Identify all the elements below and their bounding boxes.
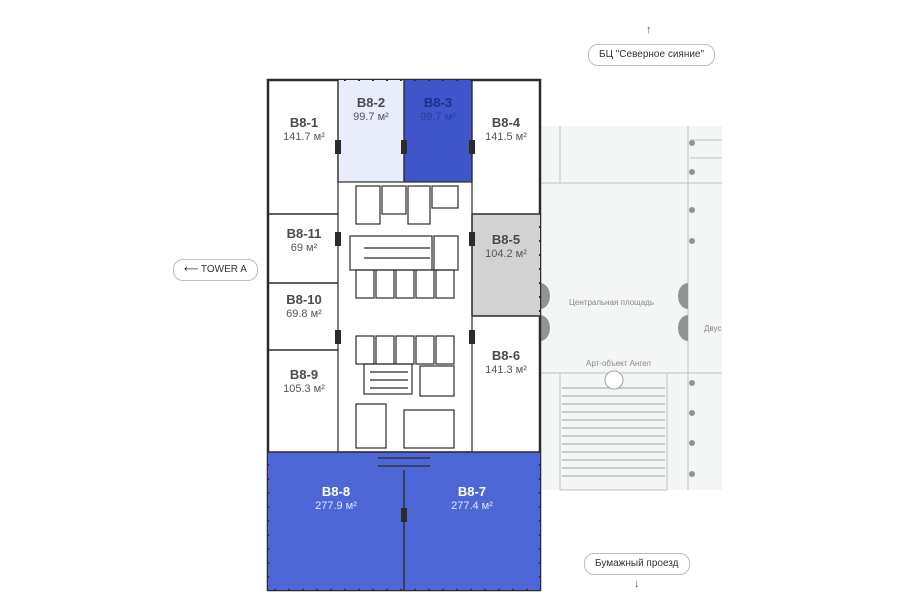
unit-fill-b8-8 (268, 452, 404, 590)
unit-b8-10-id: B8-10 (286, 292, 322, 307)
art-object-marker (604, 370, 624, 390)
unit-b8-8[interactable]: B8-8 277.9 м² (291, 484, 381, 514)
art-object-label: Арт-объект Ангел (586, 359, 651, 368)
unit-b8-1-id: B8-1 (289, 115, 319, 130)
facade-ticks (267, 79, 541, 591)
unit-b8-1-area: 141.7 м² (283, 131, 325, 143)
unit-b8-3-area: 99.7 м² (420, 111, 456, 123)
unit-b8-5-area: 104.2 м² (485, 248, 527, 260)
unit-b8-6[interactable]: B8-6 141.3 м² (461, 348, 551, 378)
unit-b8-7[interactable]: B8-7 277.4 м² (427, 484, 517, 514)
unit-b8-11-area: 69 м² (290, 242, 318, 254)
north-arrow-icon: ↑ (646, 24, 652, 36)
unit-b8-2-area: 99.7 м² (353, 111, 389, 123)
unit-b8-10-area: 69.8 м² (286, 308, 322, 320)
plaza-columns (540, 140, 695, 477)
unit-fill-b8-7 (404, 452, 540, 590)
unit-fill-b8-2 (338, 80, 404, 182)
building-columns (335, 140, 475, 522)
neighbor-plaza (540, 126, 722, 490)
unit-b8-8-area: 277.9 м² (315, 500, 357, 512)
unit-b8-6-id: B8-6 (491, 348, 521, 363)
north-building-button[interactable]: БЦ "Северное сияние" (588, 44, 716, 66)
unit-b8-11-id: B8-11 (286, 226, 322, 241)
unit-b8-2-id: B8-2 (356, 95, 386, 110)
unit-fill-b8-5 (472, 214, 540, 316)
plaza-stairs (562, 387, 665, 477)
unit-b8-4-area: 141.5 м² (485, 131, 527, 143)
unit-b8-3[interactable]: B8-3 99.7 м² (393, 95, 483, 125)
unit-b8-9[interactable]: B8-9 105.3 м² (259, 367, 349, 397)
unit-b8-11[interactable]: B8-11 69 м² (259, 226, 349, 256)
unit-fill-b8-3 (404, 80, 472, 182)
unit-b8-10[interactable]: B8-10 69.8 м² (259, 292, 349, 322)
unit-b8-6-area: 141.3 м² (485, 364, 527, 376)
unit-b8-4-id: B8-4 (491, 115, 521, 130)
tower-a-button[interactable]: ⟵ TOWER A (173, 259, 258, 281)
south-street-button[interactable]: Бумажный проезд (584, 553, 690, 575)
central-square-label: Центральная площадь (569, 298, 655, 307)
double-height-label: Двусветн (704, 324, 722, 333)
unit-b8-9-id: B8-9 (289, 367, 319, 382)
unit-b8-7-id: B8-7 (457, 484, 487, 499)
unit-b8-7-area: 277.4 м² (451, 500, 493, 512)
unit-b8-5[interactable]: B8-5 104.2 м² (461, 232, 551, 262)
unit-b8-8-id: B8-8 (321, 484, 351, 499)
unit-b8-3-id: B8-3 (423, 95, 453, 110)
unit-b8-4[interactable]: B8-4 141.5 м² (461, 115, 551, 145)
unit-b8-2[interactable]: B8-2 99.7 м² (326, 95, 416, 125)
south-arrow-icon: ↓ (634, 578, 640, 590)
unit-b8-5-id: B8-5 (491, 232, 521, 247)
unit-b8-9-area: 105.3 м² (283, 383, 325, 395)
building-core (337, 181, 473, 467)
unit-b8-1[interactable]: B8-1 141.7 м² (259, 115, 349, 145)
